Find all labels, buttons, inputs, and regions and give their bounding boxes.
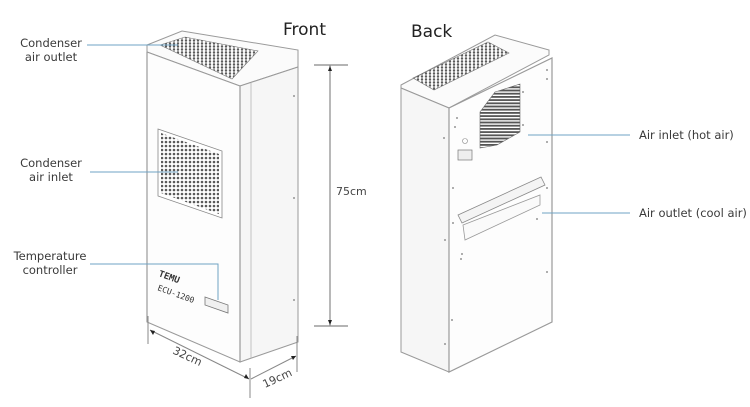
callout-condenser-air-inlet: Condenser air inlet xyxy=(12,156,90,184)
back-side-face xyxy=(400,87,450,373)
front-top-grille xyxy=(159,36,259,80)
callout-temperature-controller: Temperature controller xyxy=(8,249,92,277)
back-top-grille xyxy=(412,41,510,91)
back-leader-lines xyxy=(528,134,630,214)
back-air-outlet-rail xyxy=(457,176,546,224)
front-view-title: Front xyxy=(283,20,326,40)
front-leader-lines xyxy=(87,44,219,300)
callout-line-2: controller xyxy=(22,263,78,277)
temperature-controller-display xyxy=(204,296,229,314)
back-power-connector xyxy=(457,149,473,161)
callout-line-1: Condenser xyxy=(20,36,82,50)
callout-line-2: air outlet xyxy=(24,50,78,64)
callout-line-1: Condenser xyxy=(20,156,82,170)
front-unit: TEMU ECU-1200 xyxy=(146,30,299,363)
back-air-inlet-grille xyxy=(479,83,521,149)
base-dimensions xyxy=(147,316,298,398)
callout-line-1: Temperature xyxy=(13,249,87,263)
callout-line-2: air inlet xyxy=(29,170,73,184)
callout-air-outlet: Air outlet (cool air) xyxy=(639,206,747,220)
height-dimension xyxy=(314,64,348,327)
callout-condenser-air-outlet: Condenser air outlet xyxy=(12,36,90,64)
callout-air-inlet: Air inlet (hot air) xyxy=(639,128,734,142)
back-unit xyxy=(400,34,553,373)
height-dimension-label: 75cm xyxy=(336,185,367,198)
front-side-face xyxy=(239,66,299,363)
back-view-title: Back xyxy=(411,22,453,42)
